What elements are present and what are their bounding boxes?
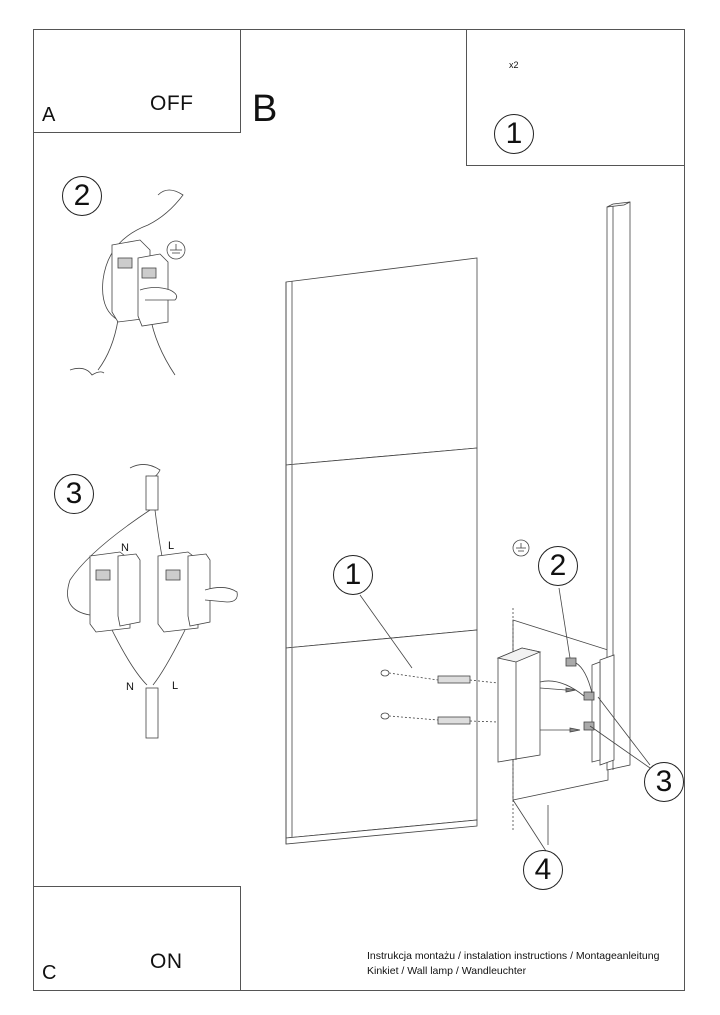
- callout-3: 3: [644, 762, 684, 802]
- tools-step-number: 1: [494, 114, 534, 154]
- wall-plugs: [380, 669, 499, 725]
- panel-a-switch-off: [33, 29, 241, 133]
- wiring-step-2-drawing: [69, 189, 186, 376]
- caption-line-2: Kinkiet / Wall lamp / Wandleuchter: [367, 965, 527, 977]
- mounting-box: [496, 647, 542, 763]
- callout-1: 1: [333, 555, 373, 595]
- panel-c-switch-on: [33, 886, 241, 991]
- callout-2: 2: [538, 546, 578, 586]
- outer-frame: [33, 29, 685, 991]
- upper-neutral-label: N: [121, 542, 129, 554]
- lamp-bar: [591, 201, 631, 771]
- wiring-step-3-drawing: [67, 464, 238, 739]
- wiring-step-2-number: 2: [62, 176, 102, 216]
- panel-c-letter: C: [42, 962, 57, 984]
- lower-neutral-label: N: [126, 681, 134, 693]
- lower-live-label: L: [172, 680, 179, 692]
- panel-a-action: OFF: [150, 92, 194, 115]
- panel-b-letter: B: [252, 88, 278, 130]
- callout-4: 4: [523, 850, 563, 890]
- panel-c-action: ON: [150, 950, 183, 973]
- caption-line-1: Instrukcja montażu / instalation instruc…: [367, 950, 660, 962]
- upper-live-label: L: [168, 540, 175, 552]
- plug-quantity: x2: [509, 60, 519, 70]
- wiring-step-3-number: 3: [54, 474, 94, 514]
- panel-a-letter: A: [42, 104, 56, 126]
- wall-panels: [285, 257, 478, 845]
